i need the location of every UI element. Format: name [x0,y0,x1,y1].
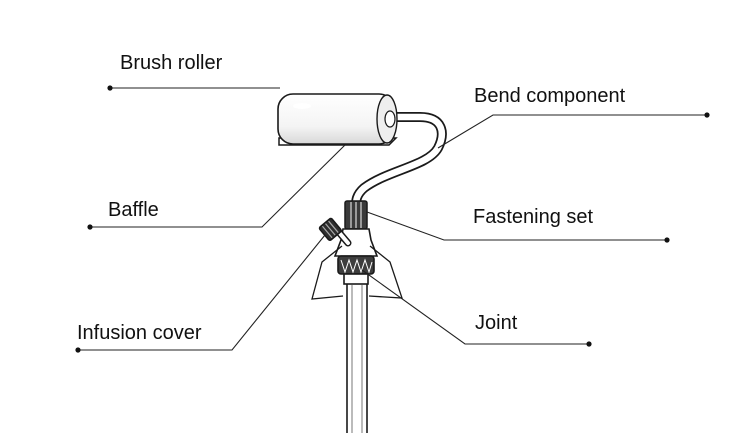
label-baffle: Baffle [108,199,159,221]
leader-line-joint [361,269,589,345]
leader-line-bend-component [437,114,707,149]
infusion-cover [318,217,352,247]
endpoint-dot [664,237,670,243]
endpoint-dot [586,341,592,347]
endpoint-dot [107,85,113,91]
endpoint-dot [87,224,93,230]
label-infusion-cover: Infusion cover [77,322,202,344]
brush-roller [277,93,398,145]
fastening-set [344,200,368,230]
leader-line-infusion-cover [78,234,326,351]
leader-line-fastening-set [366,211,667,241]
label-fastening-set: Fastening set [473,206,594,228]
leader-line-baffle [90,144,346,228]
label-joint: Joint [475,312,518,334]
pole [346,267,368,433]
label-brush-roller: Brush roller [120,52,223,74]
bend-component [351,112,447,211]
label-bend-component: Bend component [474,85,626,107]
endpoint-dot [704,112,710,118]
endpoint-dot [75,347,81,353]
